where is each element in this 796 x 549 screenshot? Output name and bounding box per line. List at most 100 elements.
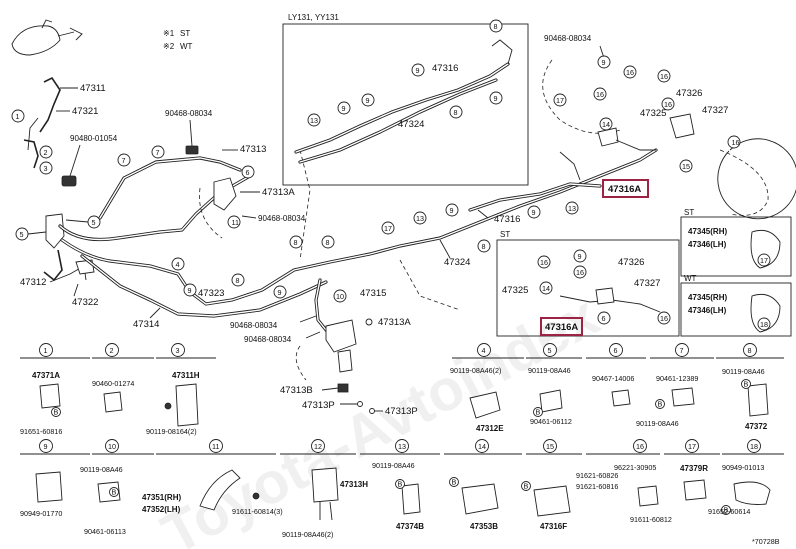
svg-text:18: 18 — [750, 442, 758, 451]
svg-text:9: 9 — [366, 96, 370, 105]
svg-text:5: 5 — [20, 230, 24, 239]
svg-text:17: 17 — [384, 224, 392, 233]
svg-text:17: 17 — [688, 442, 696, 451]
svg-text:6: 6 — [614, 346, 618, 355]
label-47313P-a: 47313P — [302, 400, 335, 411]
st-side-inset: ST 47345(RH) 47346(LH) 17 — [680, 208, 792, 277]
svg-text:91621-60826: 91621-60826 — [576, 471, 618, 480]
svg-text:WT: WT — [684, 274, 697, 283]
svg-text:90949-01013: 90949-01013 — [722, 463, 764, 472]
svg-text:16: 16 — [540, 258, 548, 267]
svg-text:91652-60614: 91652-60614 — [708, 507, 750, 516]
svg-text:47345(RH): 47345(RH) — [688, 293, 727, 302]
svg-text:2: 2 — [110, 346, 114, 355]
svg-text:1: 1 — [16, 112, 20, 121]
svg-text:B: B — [658, 400, 663, 409]
svg-text:16: 16 — [660, 314, 668, 323]
svg-text:47316F: 47316F — [540, 522, 567, 531]
st-label-47316A: 47316A — [545, 322, 578, 333]
label-47326-right: 47326 — [676, 88, 702, 99]
svg-text:9: 9 — [278, 288, 282, 297]
label-47325-right: 47325 — [640, 108, 666, 119]
svg-text:8: 8 — [748, 346, 752, 355]
svg-text:9: 9 — [494, 94, 498, 103]
svg-text:90949-01770: 90949-01770 — [20, 509, 62, 518]
svg-text:90119-08164(2): 90119-08164(2) — [146, 427, 197, 436]
svg-text:B: B — [398, 480, 403, 489]
label-47313A-top: 47313A — [262, 187, 295, 198]
label-90468-top: 90468-08034 — [165, 109, 213, 118]
svg-text:90460-01274: 90460-01274 — [92, 379, 134, 388]
svg-text:8: 8 — [236, 276, 240, 285]
callout-1-left — [11, 109, 25, 123]
svg-text:47346(LH): 47346(LH) — [688, 240, 727, 249]
svg-text:90119-08A46: 90119-08A46 — [722, 367, 765, 376]
svg-text:2: 2 — [44, 148, 48, 157]
main-callouts: 7 7 4 9 8 9 8 8 10 17 13 9 8 9 13 6 11 — [117, 145, 579, 303]
svg-text:90119-08A46: 90119-08A46 — [528, 366, 571, 375]
ly131-label-47316: 47316 — [432, 63, 458, 74]
label-90468-lowest: 90468-08034 — [244, 335, 292, 344]
svg-text:47352(LH): 47352(LH) — [142, 505, 181, 514]
label-47315: 47315 — [360, 288, 386, 299]
label-47322: 47322 — [72, 297, 98, 308]
svg-text:90461-06112: 90461-06112 — [530, 417, 572, 426]
svg-text:9: 9 — [44, 442, 48, 451]
svg-text:B: B — [112, 488, 117, 497]
svg-text:47345(RH): 47345(RH) — [688, 227, 727, 236]
svg-text:90119-08A46: 90119-08A46 — [636, 419, 679, 428]
svg-text:6: 6 — [602, 314, 606, 323]
svg-text:3: 3 — [44, 164, 48, 173]
callout-2-left — [39, 145, 53, 159]
svg-text:90467-14006: 90467-14006 — [592, 374, 634, 383]
svg-text:9: 9 — [188, 286, 192, 295]
svg-text:1: 1 — [44, 346, 48, 355]
ly131-label-47324: 47324 — [398, 119, 424, 130]
figure-code: *70728B — [752, 537, 780, 546]
svg-text:B: B — [452, 478, 457, 487]
svg-text:9: 9 — [450, 206, 454, 215]
svg-text:12: 12 — [314, 442, 322, 451]
svg-text:13: 13 — [398, 442, 406, 451]
svg-text:B: B — [536, 408, 541, 417]
svg-text:6: 6 — [246, 168, 250, 177]
st-label-47325: 47325 — [502, 285, 528, 296]
svg-text:91651-60816: 91651-60816 — [20, 427, 62, 436]
svg-text:47346(LH): 47346(LH) — [688, 306, 727, 315]
svg-text:ST: ST — [684, 208, 694, 217]
lower-middle-brackets: 47313B 47313P 47313P — [280, 319, 418, 417]
label-47321: 47321 — [72, 106, 98, 117]
main-pipe-runs — [58, 148, 658, 332]
legend-row-bottom: 9 90949-01770 10 90119-08A46 B 90461-061… — [20, 439, 784, 539]
svg-text:8: 8 — [294, 238, 298, 247]
svg-text:B: B — [54, 408, 59, 417]
svg-text:90461-06113: 90461-06113 — [84, 527, 126, 536]
label-47316A-main: 47316A — [608, 184, 641, 195]
svg-text:B: B — [724, 506, 729, 515]
svg-text:47374B: 47374B — [396, 522, 424, 531]
svg-text:16: 16 — [660, 72, 668, 81]
ly131-inset-title: LY131, YY131 — [288, 13, 339, 22]
label-47327-right: 47327 — [702, 105, 728, 116]
svg-text:16: 16 — [576, 268, 584, 277]
svg-text:5: 5 — [92, 218, 96, 227]
label-47311: 47311 — [80, 83, 106, 94]
svg-text:13: 13 — [416, 214, 424, 223]
svg-text:4: 4 — [482, 346, 486, 355]
st-label-47327: 47327 — [634, 278, 660, 289]
svg-text:16: 16 — [636, 442, 644, 451]
label-90480-01054: 90480-01054 — [70, 134, 118, 143]
legend-text-1: ST — [180, 29, 190, 38]
st-label-47326: 47326 — [618, 257, 644, 268]
svg-text:16: 16 — [732, 138, 740, 147]
svg-text:9: 9 — [342, 104, 346, 113]
legend-text-2: WT — [180, 42, 193, 51]
svg-text:9: 9 — [532, 208, 536, 217]
svg-text:9: 9 — [578, 252, 582, 261]
svg-text:15: 15 — [682, 162, 690, 171]
main-part-labels: 90468-08034 47313 47313A 90468-08034 473… — [133, 109, 520, 344]
svg-text:11: 11 — [232, 218, 239, 227]
svg-text:16: 16 — [596, 90, 604, 99]
